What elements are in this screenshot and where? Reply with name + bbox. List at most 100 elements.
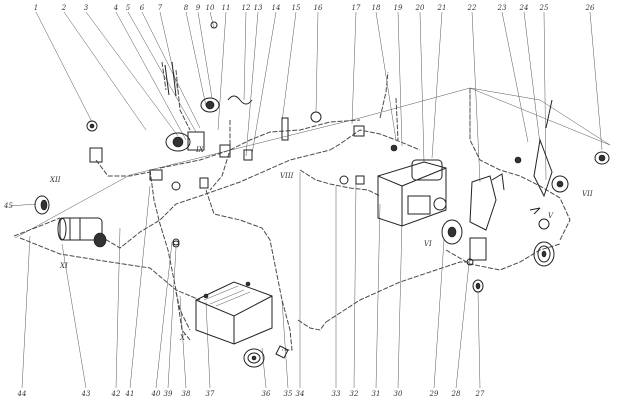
callout-2: 2 [61, 4, 67, 12]
headlamp-left [34, 195, 50, 215]
mark-vii: VII [582, 190, 593, 198]
callout-44: 44 [17, 390, 27, 398]
wire-segment [175, 291, 191, 331]
callout-40: 40 [151, 390, 161, 398]
leader-line [501, 11, 529, 143]
callout-41: 41 [125, 390, 135, 398]
leader-line [543, 11, 547, 181]
callout-31: 31 [372, 390, 381, 398]
callout-4: 4 [113, 4, 118, 12]
leader-line [397, 219, 403, 389]
callout-43: 43 [81, 390, 91, 398]
mark-v: V [548, 212, 554, 220]
mark-xii: XII [49, 176, 61, 184]
rear-lamp-right [594, 151, 610, 165]
leader-line [129, 185, 151, 389]
callout-42: 42 [111, 390, 121, 398]
callout-13: 13 [254, 4, 263, 12]
leader-line [315, 11, 319, 113]
leader-line [141, 11, 201, 129]
leader-line [185, 11, 207, 107]
callout-37: 37 [206, 390, 215, 398]
wiper-motor [469, 87, 611, 198]
leader-line [251, 11, 277, 155]
callout-26: 26 [585, 4, 595, 12]
callout-8: 8 [184, 4, 189, 12]
ignition-coil [281, 111, 322, 141]
leader-line [21, 235, 31, 389]
leader-line [63, 11, 147, 131]
wire-segment [299, 169, 381, 197]
callout-35: 35 [284, 390, 293, 398]
leader-line [243, 11, 247, 101]
leader-line [433, 239, 445, 389]
sound-signal [86, 120, 103, 163]
callout-22: 22 [467, 4, 477, 12]
callout-5: 5 [126, 4, 131, 12]
callout-19: 19 [394, 4, 403, 12]
callout-11: 11 [222, 4, 231, 12]
leader-line [115, 11, 187, 141]
leader-line [589, 11, 603, 151]
leader-line [245, 11, 259, 157]
wiring-harness [13, 61, 571, 351]
callout-39: 39 [164, 390, 173, 398]
mark-vi: VI [424, 240, 432, 248]
leader-lines [9, 11, 603, 389]
callout-32: 32 [350, 390, 359, 398]
wire-segment [149, 169, 191, 341]
leader-line [159, 11, 179, 93]
relay-unit [164, 21, 253, 161]
leader-line [397, 11, 403, 147]
leader-line [281, 11, 297, 123]
leader-line [115, 227, 121, 389]
rear-lamp-left [243, 345, 289, 368]
callout-7: 7 [158, 4, 163, 12]
wire-segment [205, 189, 293, 351]
wire-segment [469, 88, 571, 241]
callout-23: 23 [497, 4, 507, 12]
leader-line [35, 11, 93, 123]
wire-segment [325, 261, 470, 323]
leader-line [155, 241, 173, 389]
callout-17: 17 [352, 4, 361, 12]
leader-line [281, 299, 289, 389]
battery [195, 281, 273, 345]
callout-9: 9 [196, 4, 201, 12]
callout-3: 3 [84, 4, 89, 12]
small-lamp [472, 279, 484, 293]
leader-line [209, 11, 215, 29]
wire-segment [445, 243, 561, 271]
leader-line [127, 11, 197, 133]
callout-29: 29 [429, 390, 439, 398]
mark-x: X [179, 334, 186, 342]
leader-line [9, 203, 37, 207]
callout-36: 36 [262, 390, 271, 398]
wire-segment [19, 237, 201, 301]
leader-line [179, 295, 187, 389]
rear-lamp-bottom-right [533, 218, 555, 267]
leader-line [61, 243, 87, 389]
callout-21: 21 [437, 4, 447, 12]
callout-30: 30 [394, 390, 403, 398]
callout-34: 34 [296, 390, 305, 398]
leader-line [353, 181, 357, 389]
leader-line [205, 301, 211, 389]
wire-segment [297, 319, 327, 331]
harness-outline [14, 87, 611, 239]
connectors-mid [149, 125, 365, 246]
wire-segment [379, 71, 399, 141]
switch-parts [172, 207, 541, 266]
leader-line [351, 11, 357, 125]
mark-viii: VIII [280, 172, 294, 180]
callout-16: 16 [314, 4, 323, 12]
instrument-panel [377, 144, 505, 261]
leader-line [419, 11, 425, 163]
callout-20: 20 [415, 4, 425, 12]
wire-segment [13, 149, 331, 249]
callout-45: 45 [3, 202, 13, 210]
wire-segment [161, 61, 191, 131]
section-marks: XII XI X IX VIII VII VI V [49, 146, 593, 342]
